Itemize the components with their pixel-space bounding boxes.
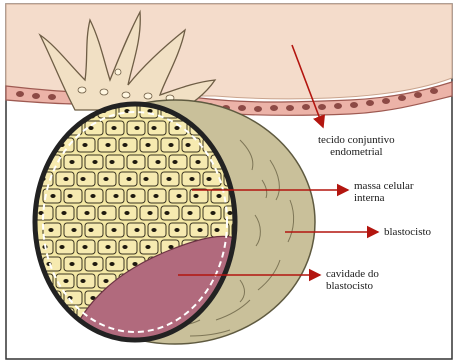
cell-nucleus — [63, 177, 68, 181]
cell-nucleus — [92, 262, 97, 266]
cell — [148, 121, 166, 135]
cell-nucleus — [90, 194, 95, 198]
cell — [182, 138, 200, 152]
cell-nucleus — [143, 177, 148, 181]
cell-nucleus — [101, 211, 106, 215]
cell-nucleus — [187, 211, 192, 215]
cell-nucleus — [193, 194, 198, 198]
cell-nucleus — [48, 228, 53, 232]
cell-nucleus — [122, 245, 127, 249]
cell-nucleus — [176, 194, 181, 198]
cell-nucleus — [69, 262, 74, 266]
cell-nucleus — [145, 143, 150, 147]
cell-nucleus — [82, 143, 87, 147]
cell — [203, 172, 221, 186]
cell-nucleus — [197, 228, 202, 232]
cell-nucleus — [50, 194, 55, 198]
cell — [85, 223, 103, 237]
cell-nucleus — [174, 228, 179, 232]
cell — [140, 172, 158, 186]
cell-nucleus — [103, 177, 108, 181]
label-tecido-conjuntivo: tecido conjuntivo endometrial — [318, 134, 395, 158]
cell — [77, 172, 95, 186]
cell-nucleus — [71, 228, 76, 232]
cell-nucleus — [155, 160, 160, 164]
cell-nucleus — [111, 126, 116, 130]
cell-nucleus — [134, 126, 139, 130]
cell-nucleus — [88, 228, 93, 232]
cell-nucleus — [111, 228, 116, 232]
cell — [148, 223, 166, 237]
cell-nucleus — [113, 194, 118, 198]
cell-nucleus — [80, 279, 85, 283]
cell-nucleus — [168, 143, 173, 147]
cell-nucleus — [214, 228, 219, 232]
cell-nucleus — [206, 177, 211, 181]
cell-nucleus — [88, 126, 93, 130]
cell — [106, 155, 124, 169]
cell-nucleus — [59, 245, 64, 249]
label-cavidade: cavidade do blastocisto — [326, 268, 379, 292]
cell-nucleus — [63, 279, 68, 283]
cell-nucleus — [124, 109, 129, 113]
cell — [64, 291, 82, 305]
label-massa-celular: massa celular interna — [354, 180, 414, 204]
cell-nucleus — [195, 160, 200, 164]
cell-nucleus — [105, 143, 110, 147]
cell — [56, 240, 74, 254]
cell-nucleus — [185, 143, 190, 147]
cell — [106, 257, 124, 271]
cell-nucleus — [109, 160, 114, 164]
cell-nucleus — [174, 126, 179, 130]
cell — [77, 274, 95, 288]
cell-nucleus — [147, 109, 152, 113]
cell-nucleus — [151, 228, 156, 232]
cell-nucleus — [189, 177, 194, 181]
cell-nucleus — [166, 177, 171, 181]
cell — [64, 189, 82, 203]
cell — [119, 240, 137, 254]
cell-nucleus — [153, 194, 158, 198]
label-blastocisto: blastocisto — [384, 226, 431, 238]
cell-nucleus — [147, 211, 152, 215]
cell-nucleus — [151, 126, 156, 130]
cell-nucleus — [103, 279, 108, 283]
cell-nucleus — [92, 160, 97, 164]
cell-nucleus — [67, 194, 72, 198]
cell-nucleus — [216, 194, 221, 198]
cell-nucleus — [84, 211, 89, 215]
cell — [127, 189, 145, 203]
cell-nucleus — [122, 143, 127, 147]
cell-nucleus — [132, 160, 137, 164]
cell — [190, 189, 208, 203]
cell — [161, 206, 179, 220]
cell — [169, 155, 187, 169]
cell-nucleus — [134, 228, 139, 232]
cell-nucleus — [109, 262, 114, 266]
cell — [119, 138, 137, 152]
cell-nucleus — [130, 194, 135, 198]
cell-nucleus — [172, 160, 177, 164]
cell-nucleus — [227, 211, 232, 215]
cell-nucleus — [164, 211, 169, 215]
cell-nucleus — [69, 160, 74, 164]
cell-nucleus — [80, 177, 85, 181]
cell-nucleus — [210, 211, 215, 215]
cell — [98, 206, 116, 220]
cell-nucleus — [61, 211, 66, 215]
cell-nucleus — [124, 211, 129, 215]
cell-nucleus — [126, 177, 131, 181]
cell-nucleus — [82, 245, 87, 249]
cell-nucleus — [105, 245, 110, 249]
cell-nucleus — [145, 245, 150, 249]
